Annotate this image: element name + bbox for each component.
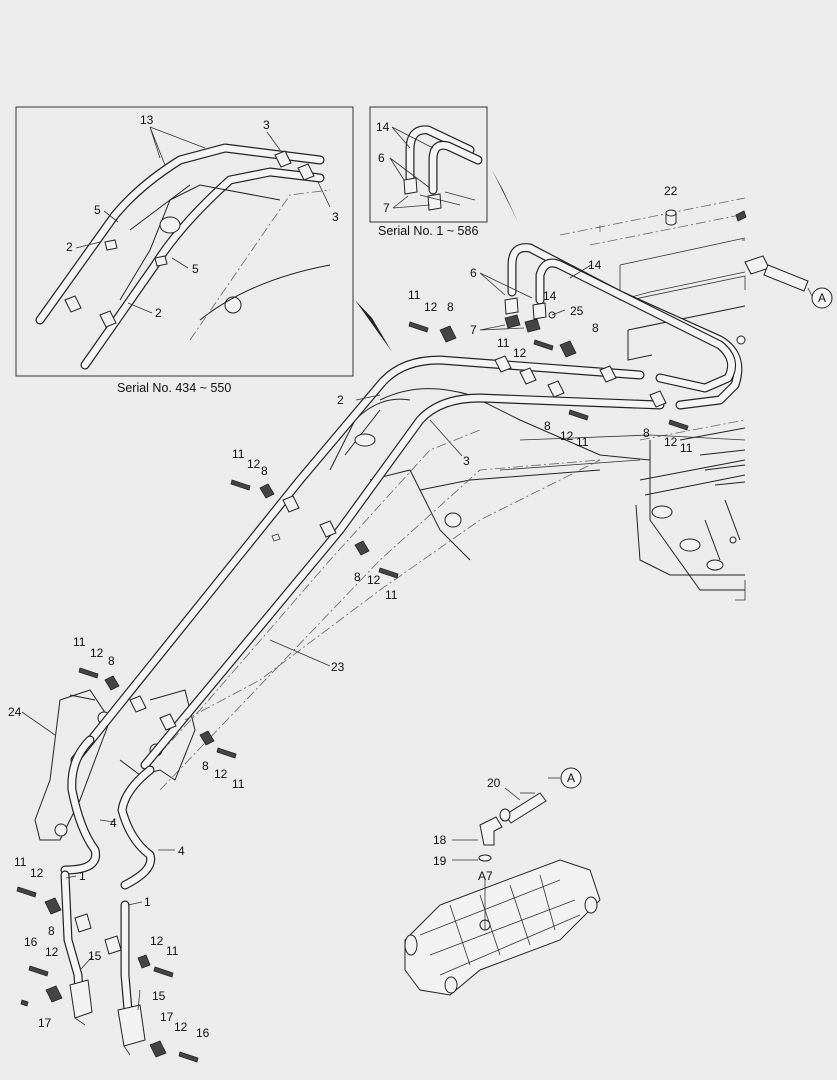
callout-label: 19 <box>433 854 447 868</box>
callout-label: 11 <box>232 777 245 791</box>
callout-label: 2 <box>337 393 344 407</box>
callout-label: 20 <box>487 776 501 790</box>
clamps <box>16 321 689 1063</box>
callout-label: 1 <box>144 895 151 909</box>
callout-label: 12 <box>367 573 381 587</box>
inset-right <box>369 106 488 223</box>
inset-left <box>15 106 354 377</box>
callout-labels: 13 3 3 5 5 2 2 14 6 7 22 14 6 14 25 7 11… <box>8 113 693 1040</box>
callout-label: 17 <box>160 1010 174 1024</box>
connector-a-lower-label: A <box>567 771 575 785</box>
connector-a-upper-label: A <box>818 291 826 305</box>
fitting-a-upper <box>744 255 809 292</box>
callout-label: 15 <box>152 989 166 1003</box>
connector-a-upper <box>807 287 833 309</box>
hose-3 <box>140 393 665 770</box>
hose-2 <box>70 355 645 765</box>
elbow-18 <box>479 816 503 846</box>
connector-tag: A7 <box>478 869 493 883</box>
callout-label: 8 <box>261 464 268 478</box>
callout-label: 4 <box>178 844 185 858</box>
valve-block-15-left <box>69 979 93 1026</box>
callout-label: 5 <box>94 203 101 217</box>
inset-left-caption: Serial No. 434 ~ 550 <box>117 381 231 395</box>
callout-label: 25 <box>570 304 584 318</box>
callout-label: 11 <box>232 447 245 461</box>
callout-label: 14 <box>588 258 602 272</box>
callout-label: 3 <box>263 118 270 132</box>
callout-label: 13 <box>140 113 154 127</box>
fittings-6-7-25 <box>504 297 556 333</box>
callout-label: 12 <box>150 934 164 948</box>
connector-a-lower <box>560 767 582 789</box>
callout-label: 11 <box>385 588 398 602</box>
callout-label: 11 <box>497 336 510 350</box>
valve-block-15-right <box>117 1004 146 1056</box>
callout-label: 8 <box>592 321 599 335</box>
callout-label: 8 <box>202 759 209 773</box>
callout-label: 12 <box>424 300 438 314</box>
callout-label: 4 <box>110 816 117 830</box>
callout-label: 8 <box>48 924 55 938</box>
callout-label: 11 <box>73 635 86 649</box>
callout-label: 7 <box>383 201 390 215</box>
leaders <box>21 126 592 1011</box>
callout-label: 16 <box>24 935 38 949</box>
callout-label: 2 <box>66 240 73 254</box>
hose-4-left <box>60 735 101 875</box>
callout-label: 12 <box>30 866 44 880</box>
callout-label: 23 <box>331 660 345 674</box>
callout-label: 8 <box>643 426 650 440</box>
callout-label: 7 <box>470 323 477 337</box>
callout-label: 12 <box>664 435 678 449</box>
callout-label: 8 <box>544 419 551 433</box>
callout-label: 12 <box>214 767 228 781</box>
oring-19 <box>478 854 492 862</box>
hose-14 <box>507 243 743 410</box>
boom <box>34 388 651 841</box>
callout-label: 12 <box>247 457 261 471</box>
callout-label: 18 <box>433 833 447 847</box>
callout-label: 1 <box>79 869 86 883</box>
callout-label: 24 <box>8 705 22 719</box>
callout-label: 22 <box>664 184 678 198</box>
callout-label: 11 <box>166 944 179 958</box>
callout-label: 8 <box>354 570 361 584</box>
callout-label: 3 <box>463 454 470 468</box>
callout-label: 6 <box>378 151 385 165</box>
callout-label: 2 <box>155 306 162 320</box>
callout-label: 12 <box>560 429 574 443</box>
callout-label: 12 <box>90 646 104 660</box>
callout-label: 17 <box>38 1016 52 1030</box>
callout-label: 11 <box>14 855 27 869</box>
callout-label: 5 <box>192 262 199 276</box>
inset-left-arrow <box>355 300 392 352</box>
callout-label: 8 <box>108 654 115 668</box>
fitting-20 <box>499 792 547 824</box>
callout-label: 12 <box>513 346 527 360</box>
callout-label: 14 <box>543 289 557 303</box>
callout-label: 14 <box>376 120 390 134</box>
control-valve <box>404 859 601 996</box>
callout-label: 12 <box>45 945 59 959</box>
fitting-22 <box>665 209 677 226</box>
inset-right-caption: Serial No. 1 ~ 586 <box>378 224 478 238</box>
machine-body <box>499 197 747 601</box>
callout-label: 11 <box>408 288 421 302</box>
inset-right-arrow <box>492 170 518 222</box>
hose-23 <box>184 459 601 721</box>
callout-label: 6 <box>470 266 477 280</box>
callout-label: 11 <box>680 441 693 455</box>
callout-label: 3 <box>332 210 339 224</box>
hose-4-right <box>117 765 156 890</box>
callout-label: 8 <box>447 300 454 314</box>
callout-label: 12 <box>174 1020 188 1034</box>
callout-label: 15 <box>88 949 102 963</box>
callout-label: 11 <box>576 435 589 449</box>
callout-label: 16 <box>196 1026 210 1040</box>
